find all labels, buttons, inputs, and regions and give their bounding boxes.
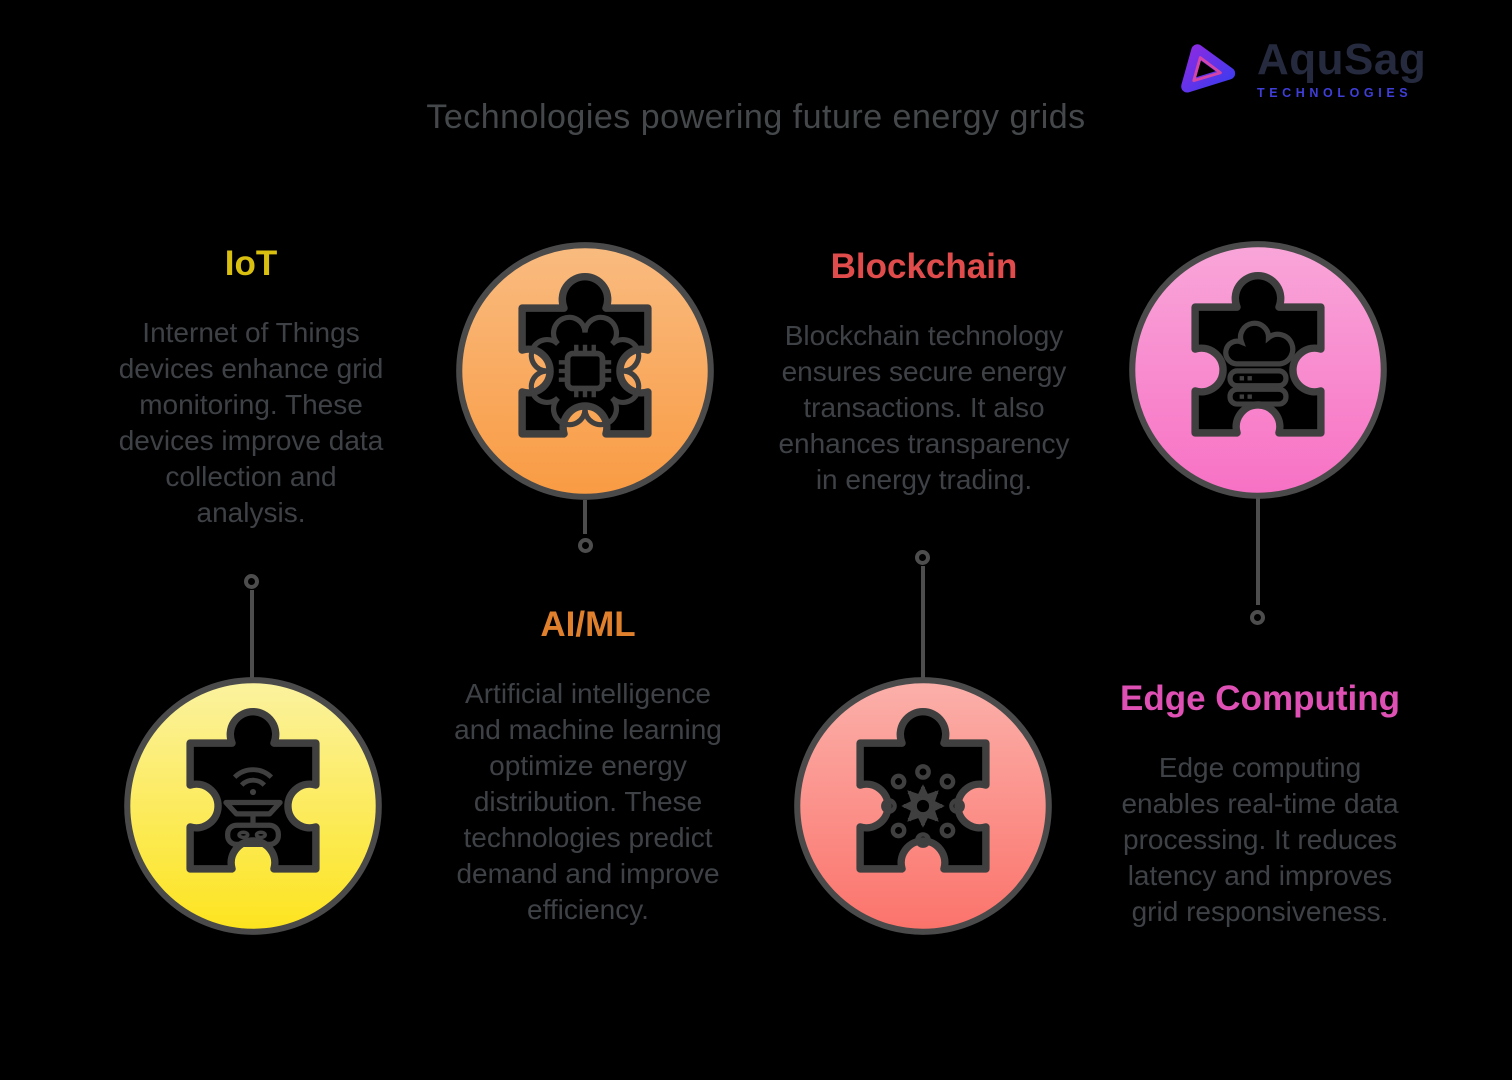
connector-dot-iot [244,574,259,589]
section-iot-body: Internet of Things devices enhance grid … [118,317,384,528]
logo-subtitle: TECHNOLOGIES [1257,86,1413,100]
aqusag-logo-icon [1181,44,1236,93]
connector-dot-ai-ml [578,538,593,553]
iot-puzzle-node [124,677,382,935]
connector-dot-edge-computing [1250,610,1265,625]
section-blockchain-text: Blockchain Blockchain technology ensures… [724,246,1124,498]
section-iot-text: IoT Internet of Things devices enhance g… [66,243,436,531]
ai-chip-icon [528,314,642,428]
section-blockchain-body: Blockchain technology ensures secure ene… [778,320,1070,495]
brand-logo: AquSag TECHNOLOGIES [1165,36,1426,108]
section-ai-ml-heading: AI/ML [540,605,636,644]
ai-ml-puzzle-node [456,242,714,500]
section-iot-heading: IoT [224,244,278,283]
edge-computing-puzzle-node [1129,241,1387,499]
cloud-server-icon [1223,320,1296,407]
logo-text: AquSag TECHNOLOGIES [1257,35,1427,101]
connector-line-ai-ml [583,500,587,534]
section-edge-computing-heading: Edge Computing [1120,679,1400,718]
section-edge-computing-text: Edge Computing Edge computing enables re… [1060,678,1460,930]
section-ai-ml-body: Artificial intelligence and machine lear… [454,678,722,925]
connector-line-edge-computing [1256,497,1260,605]
section-ai-ml-text: AI/ML Artificial intelligence and machin… [408,604,768,928]
puzzle-piece-icon [1191,272,1325,437]
section-edge-computing-body: Edge computing enables real-time data pr… [1121,752,1399,927]
distributed-network-icon [881,764,965,848]
logo-name: AquSag [1257,35,1427,84]
section-blockchain-heading: Blockchain [830,247,1018,286]
connector-line-iot [250,590,254,678]
blockchain-puzzle-node [794,677,1052,935]
page-title: Technologies powering future energy grid… [426,98,1086,136]
iot-device-icon [223,767,283,848]
connector-line-blockchain [921,566,925,678]
connector-dot-blockchain [915,550,930,565]
